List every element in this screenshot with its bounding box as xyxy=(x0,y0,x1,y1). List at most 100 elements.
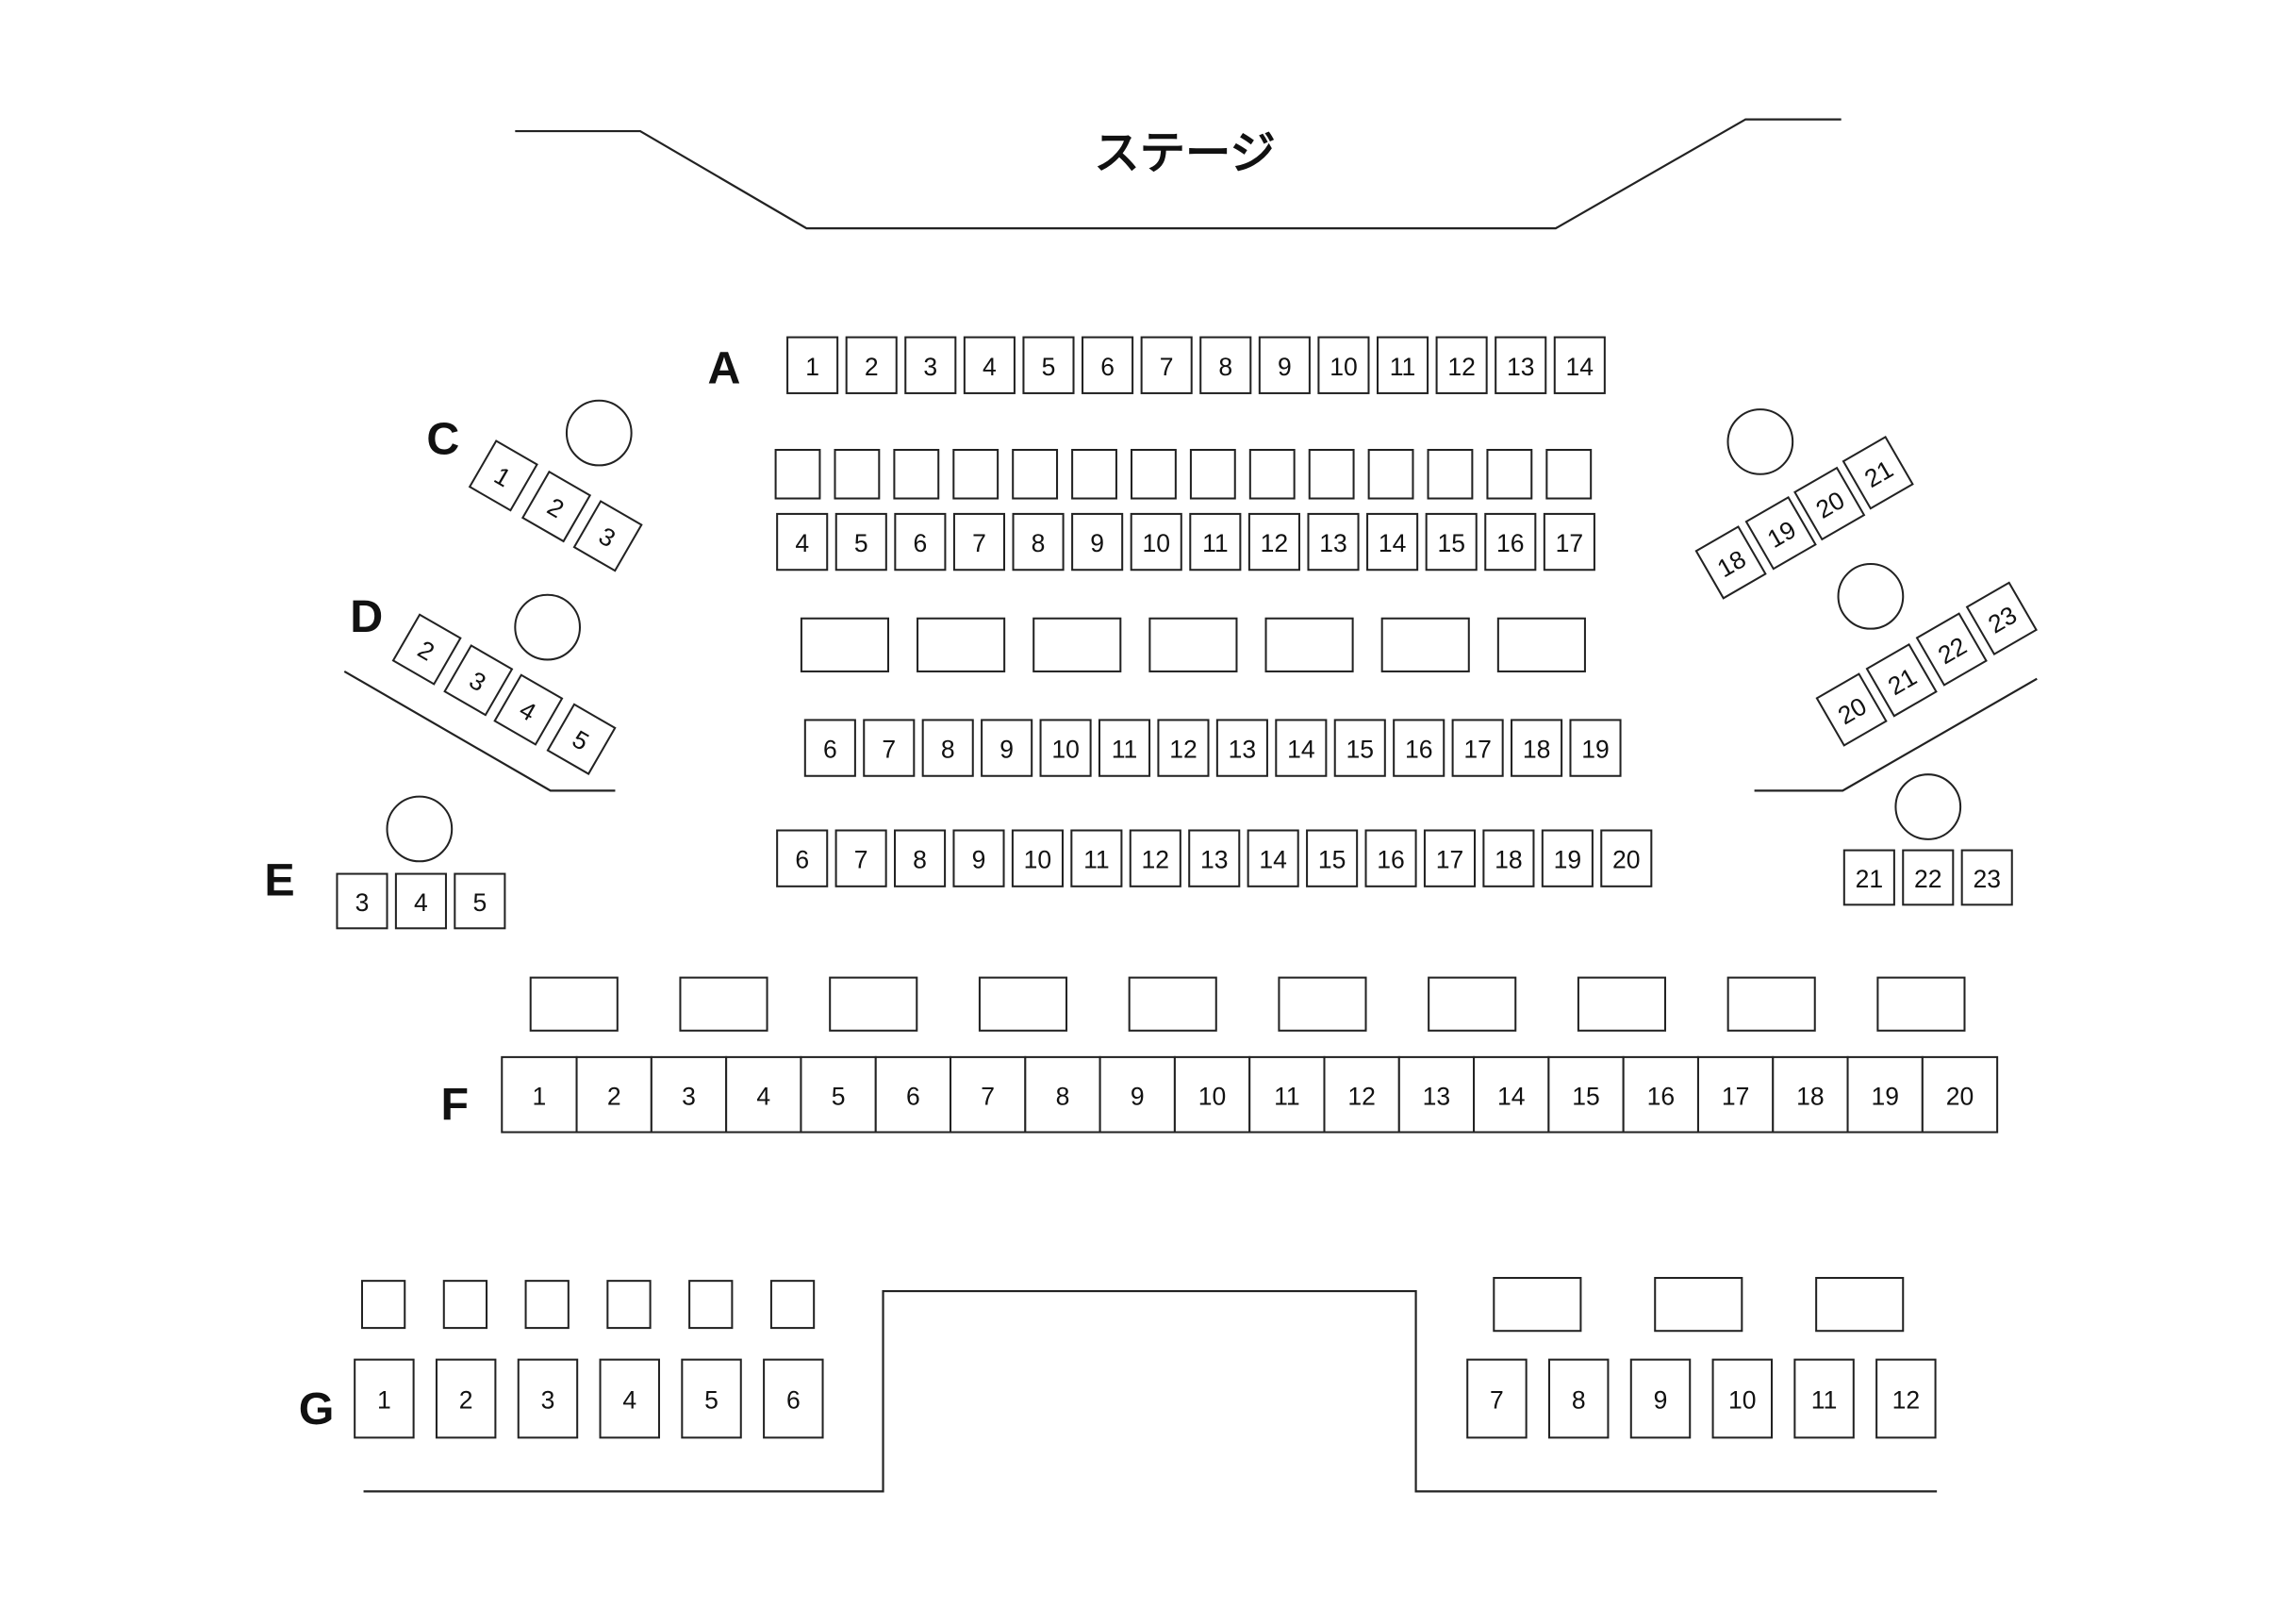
table[interactable] xyxy=(800,617,890,672)
stool[interactable] xyxy=(1486,449,1533,500)
table[interactable] xyxy=(917,617,1006,672)
table[interactable] xyxy=(1496,617,1586,672)
stool[interactable] xyxy=(360,1280,406,1330)
seat-a[interactable]: 1 xyxy=(786,336,839,394)
stool[interactable] xyxy=(1012,449,1059,500)
stool[interactable] xyxy=(774,449,821,500)
seat-a[interactable]: 17 xyxy=(1451,719,1504,777)
seat-a[interactable]: 8 xyxy=(921,719,974,777)
table[interactable] xyxy=(1264,617,1354,672)
seat-a[interactable]: 15 xyxy=(1333,719,1386,777)
seat-right[interactable]: 20 xyxy=(1793,466,1866,541)
stool[interactable] xyxy=(1308,449,1355,500)
seat-g[interactable]: 11 xyxy=(1793,1358,1855,1439)
stool[interactable] xyxy=(442,1280,488,1330)
seat-right[interactable]: 20 xyxy=(1815,672,1888,747)
stool[interactable] xyxy=(1367,449,1414,500)
seat-a[interactable]: 14 xyxy=(1247,829,1299,887)
seat-a[interactable]: 20 xyxy=(1600,829,1653,887)
table[interactable] xyxy=(529,976,619,1032)
seat-right[interactable]: 19 xyxy=(1744,495,1817,571)
seat-a[interactable]: 5 xyxy=(834,512,887,572)
seat-a[interactable]: 10 xyxy=(1039,719,1092,777)
table[interactable] xyxy=(1128,976,1217,1032)
seat-f[interactable]: 19 xyxy=(1846,1055,1924,1134)
seat-a[interactable]: 8 xyxy=(894,829,947,887)
stool[interactable] xyxy=(769,1280,816,1330)
table[interactable] xyxy=(1428,976,1517,1032)
seat-a[interactable]: 11 xyxy=(1376,336,1429,394)
seat-d[interactable]: 2 xyxy=(391,613,462,686)
seat-f[interactable]: 9 xyxy=(1098,1055,1176,1134)
seat-f[interactable]: 4 xyxy=(725,1055,802,1134)
stool[interactable] xyxy=(1248,449,1296,500)
seat-e[interactable]: 3 xyxy=(336,872,388,930)
seat-a[interactable]: 13 xyxy=(1188,829,1241,887)
seat-a[interactable]: 14 xyxy=(1275,719,1328,777)
seat-a[interactable]: 14 xyxy=(1553,336,1606,394)
seat-f[interactable]: 17 xyxy=(1696,1055,1775,1134)
table[interactable] xyxy=(1577,976,1667,1032)
seat-f[interactable]: 8 xyxy=(1024,1055,1101,1134)
stool[interactable] xyxy=(606,1280,652,1330)
seat-a[interactable]: 11 xyxy=(1098,719,1151,777)
seat-a[interactable]: 10 xyxy=(1011,829,1064,887)
seat-a[interactable]: 19 xyxy=(1569,719,1622,777)
seat-a[interactable]: 13 xyxy=(1215,719,1268,777)
seat-d[interactable]: 4 xyxy=(493,673,564,746)
seat-right[interactable]: 22 xyxy=(1915,612,1988,687)
seat-g[interactable]: 3 xyxy=(517,1358,579,1439)
seat-a[interactable]: 19 xyxy=(1541,829,1594,887)
seat-c[interactable]: 3 xyxy=(572,500,643,572)
seat-a[interactable]: 18 xyxy=(1482,829,1535,887)
seat-f[interactable]: 16 xyxy=(1622,1055,1699,1134)
seat-a[interactable]: 9 xyxy=(1258,336,1311,394)
seat-a[interactable]: 15 xyxy=(1306,829,1359,887)
seat-f[interactable]: 14 xyxy=(1473,1055,1550,1134)
table[interactable] xyxy=(1032,617,1122,672)
table[interactable] xyxy=(1148,617,1238,672)
seat-a[interactable]: 8 xyxy=(1199,336,1252,394)
stool[interactable] xyxy=(1131,449,1177,500)
seat-a[interactable]: 8 xyxy=(1012,512,1065,572)
stool[interactable] xyxy=(893,449,940,500)
seat-f[interactable]: 5 xyxy=(800,1055,877,1134)
stool[interactable] xyxy=(688,1280,734,1330)
seat-a[interactable]: 2 xyxy=(845,336,898,394)
seat-a[interactable]: 10 xyxy=(1130,512,1182,572)
seat-e[interactable]: 4 xyxy=(394,872,447,930)
seat-right[interactable]: 21 xyxy=(1842,849,1895,906)
table[interactable] xyxy=(829,976,918,1032)
seat-g[interactable]: 10 xyxy=(1711,1358,1774,1439)
seat-a[interactable]: 9 xyxy=(981,719,1033,777)
seat-a[interactable]: 14 xyxy=(1366,512,1419,572)
seat-d[interactable]: 5 xyxy=(546,703,617,775)
seat-a[interactable]: 11 xyxy=(1189,512,1242,572)
seat-right[interactable]: 21 xyxy=(1865,643,1938,718)
stool[interactable] xyxy=(952,449,999,500)
stool[interactable] xyxy=(524,1280,570,1330)
seat-g[interactable]: 5 xyxy=(681,1358,742,1439)
seat-a[interactable]: 4 xyxy=(776,512,829,572)
table[interactable] xyxy=(1380,617,1470,672)
seat-a[interactable]: 6 xyxy=(776,829,829,887)
seat-g[interactable]: 2 xyxy=(435,1358,497,1439)
seat-f[interactable]: 1 xyxy=(501,1055,578,1134)
seat-a[interactable]: 16 xyxy=(1393,719,1445,777)
table[interactable] xyxy=(978,976,1068,1032)
stool[interactable] xyxy=(834,449,881,500)
seat-f[interactable]: 11 xyxy=(1248,1055,1326,1134)
seat-a[interactable]: 15 xyxy=(1425,512,1478,572)
seat-a[interactable]: 12 xyxy=(1129,829,1181,887)
seat-g[interactable]: 1 xyxy=(354,1358,415,1439)
seat-f[interactable]: 12 xyxy=(1323,1055,1400,1134)
stool[interactable] xyxy=(1545,449,1593,500)
seat-f[interactable]: 3 xyxy=(650,1055,728,1134)
table[interactable] xyxy=(1654,1277,1743,1333)
seat-e[interactable]: 5 xyxy=(454,872,506,930)
seat-f[interactable]: 15 xyxy=(1547,1055,1625,1134)
seat-a[interactable]: 7 xyxy=(834,829,887,887)
seat-a[interactable]: 17 xyxy=(1423,829,1477,887)
seat-a[interactable]: 12 xyxy=(1157,719,1210,777)
seat-a[interactable]: 12 xyxy=(1435,336,1488,394)
